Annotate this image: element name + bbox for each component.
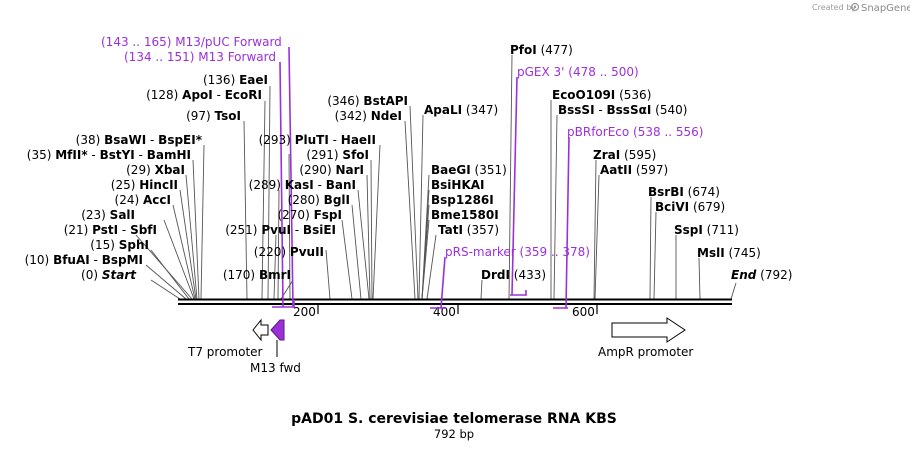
primer-pgex3-label[interactable]: pGEX 3' (478 .. 500) bbox=[517, 65, 639, 79]
site-label-eaei[interactable]: (136) EaeI bbox=[203, 73, 268, 87]
primer-m13-puc-forward-arrow[interactable] bbox=[272, 46, 295, 308]
site-label-sphi[interactable]: (15) SphI bbox=[90, 238, 149, 252]
site-label-apoi[interactable]: (128) ApoI - EcoRI bbox=[146, 88, 262, 102]
site-label-drdi[interactable]: DrdI (433) bbox=[481, 268, 546, 282]
features: T7 promoter M13 fwd AmpR promoter bbox=[187, 317, 693, 375]
site-label-start[interactable]: (0) Start bbox=[81, 268, 137, 282]
site-label-bsawi[interactable]: (38) BsaWI - BspEI* bbox=[76, 133, 203, 147]
site-label-bmri[interactable]: (170) BmrI bbox=[223, 268, 291, 282]
tick-label-200: 200 bbox=[293, 305, 316, 319]
created-by-text: Created by bbox=[812, 3, 856, 12]
site-label-fspi[interactable]: (270) FspI bbox=[277, 208, 342, 222]
site-label-bme1580i[interactable]: Bme1580I bbox=[431, 208, 499, 222]
ampr-promoter-arrow[interactable] bbox=[611, 317, 686, 343]
ruler: 200 400 600 bbox=[293, 305, 598, 319]
site-label-psti[interactable]: (21) PstI - SbfI bbox=[64, 223, 157, 237]
map-title: pAD01 S. cerevisiae telomerase RNA KBS bbox=[291, 411, 617, 427]
tick-label-600: 600 bbox=[572, 305, 595, 319]
site-label-pvui[interactable]: (251) PvuI - BsiEI bbox=[225, 223, 336, 237]
primer-pbrforeco-arrow[interactable] bbox=[553, 136, 570, 309]
site-label-ecoo109i[interactable]: EcoO109I (536) bbox=[552, 88, 651, 102]
tick-label-400: 400 bbox=[433, 305, 456, 319]
primer-m13-forward-arrow[interactable] bbox=[279, 61, 284, 308]
t7-promoter-arrow[interactable] bbox=[252, 318, 269, 342]
site-label-acci[interactable]: (24) AccI bbox=[115, 193, 171, 207]
primer-prs-marker-arrow[interactable] bbox=[430, 256, 446, 309]
primer-pbrforeco-label[interactable]: pBRforEco (538 .. 556) bbox=[567, 125, 703, 139]
site-label-pvuii[interactable]: (220) PvuII bbox=[254, 245, 324, 259]
site-label-ndei[interactable]: (342) NdeI bbox=[335, 109, 402, 123]
sequence-backbone bbox=[178, 298, 732, 305]
site-label-bsihkai[interactable]: BsiHKAI bbox=[431, 178, 485, 192]
site-label-apali[interactable]: ApaLI (347) bbox=[424, 103, 498, 117]
map-subtitle: 792 bp bbox=[434, 427, 474, 441]
site-label-tati[interactable]: TatI (357) bbox=[438, 223, 499, 237]
site-label-hincii[interactable]: (25) HincII bbox=[111, 178, 178, 192]
site-label-baegi[interactable]: BaeGI (351) bbox=[431, 163, 507, 177]
snapgene-logo-icon bbox=[850, 2, 860, 12]
primer-m13-puc-forward-label[interactable]: (143 .. 165) M13/pUC Forward bbox=[101, 35, 282, 49]
site-label-kasi[interactable]: (289) KasI - BanI bbox=[249, 178, 356, 192]
primer-pgex3-arrow[interactable] bbox=[510, 76, 527, 296]
primers bbox=[272, 46, 570, 309]
site-label-bsp1286i[interactable]: Bsp1286I bbox=[431, 193, 494, 207]
primer-labels: (143 .. 165) M13/pUC Forward (134 .. 151… bbox=[101, 35, 703, 259]
m13-fwd-label[interactable]: M13 fwd bbox=[250, 361, 301, 375]
site-label-sali[interactable]: (23) SalI bbox=[81, 208, 135, 222]
site-label-bsrbi[interactable]: BsrBI (674) bbox=[648, 185, 720, 199]
site-label-tsoi[interactable]: (97) TsoI bbox=[186, 109, 241, 123]
site-label-zrai[interactable]: ZraI (595) bbox=[593, 148, 656, 162]
snapgene-brand: SnapGene bbox=[861, 3, 910, 14]
site-label-pluti[interactable]: (293) PluTI - HaeII bbox=[259, 133, 376, 147]
site-label-bstapi[interactable]: (346) BstAPI bbox=[327, 94, 408, 108]
site-label-sfoi[interactable]: (291) SfoI bbox=[306, 148, 369, 162]
site-label-bcivi[interactable]: BciVI (679) bbox=[655, 200, 725, 214]
site-label-nari[interactable]: (290) NarI bbox=[299, 163, 364, 177]
site-label-xbai[interactable]: (29) XbaI bbox=[126, 163, 185, 177]
site-label-bgli[interactable]: (280) BglI bbox=[288, 193, 350, 207]
ampr-promoter-label[interactable]: AmpR promoter bbox=[598, 345, 693, 359]
m13-fwd-arrow[interactable] bbox=[270, 319, 285, 341]
site-connectors bbox=[135, 54, 737, 300]
site-labels-left: (0) Start (10) BfuAI - BspMI (15) SphI (… bbox=[25, 73, 408, 282]
t7-promoter-label[interactable]: T7 promoter bbox=[187, 345, 263, 359]
site-label-bsssi[interactable]: BssSI - BssSαI (540) bbox=[558, 103, 687, 117]
site-labels-right: ApaLI (347) BaeGI (351) BsiHKAI Bsp1286I… bbox=[424, 43, 792, 282]
primer-m13-forward-label[interactable]: (134 .. 151) M13 Forward bbox=[124, 50, 276, 64]
primer-prs-marker-label[interactable]: pRS-marker (359 .. 378) bbox=[445, 245, 590, 259]
site-label-end[interactable]: End (792) bbox=[731, 268, 792, 282]
site-label-bfuai[interactable]: (10) BfuAI - BspMI bbox=[25, 253, 143, 267]
site-label-sspi[interactable]: SspI (711) bbox=[674, 223, 739, 237]
site-label-mfii[interactable]: (35) MfII* - BstYI - BamHI bbox=[27, 148, 191, 162]
site-label-aatii[interactable]: AatII (597) bbox=[600, 163, 668, 177]
site-label-msli[interactable]: MslI (745) bbox=[697, 246, 761, 260]
site-label-pfoi[interactable]: PfoI (477) bbox=[510, 43, 573, 57]
